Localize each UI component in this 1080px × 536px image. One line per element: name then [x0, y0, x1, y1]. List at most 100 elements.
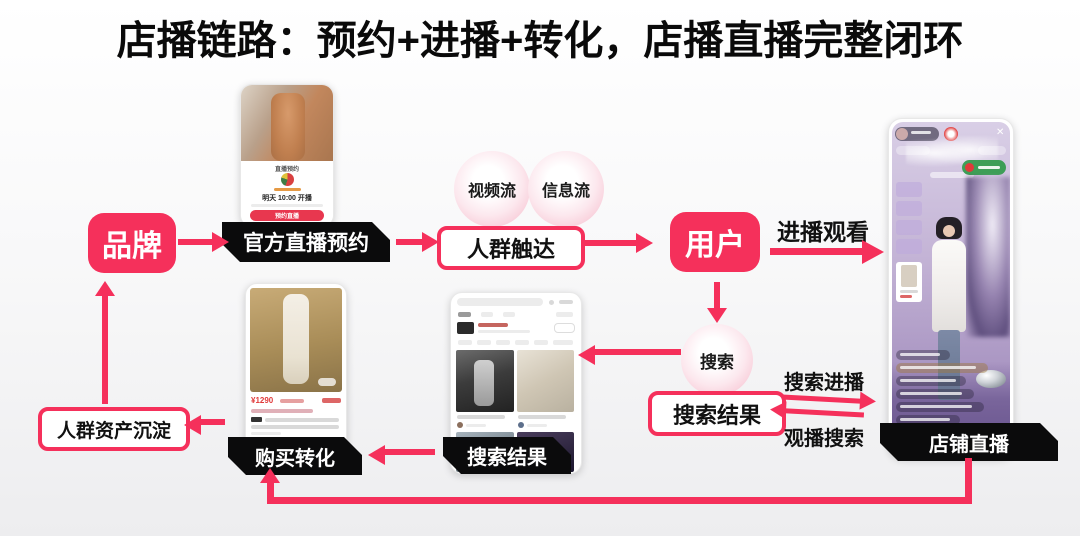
arrow-user-to-search-line [714, 282, 720, 310]
label-enter-watch: 进播观看 [777, 219, 869, 245]
page-title: 店播链路：预约+进播+转化，店播直播完整闭环 [116, 19, 964, 63]
node-search-result-page: 搜索结果 [443, 437, 571, 474]
left-rail-card [896, 239, 922, 254]
reservation-time: 明天 10:00 开播 [262, 195, 312, 202]
arrow-purchase-to-asset-line [199, 419, 225, 425]
chat-text-bar [900, 379, 956, 382]
avatar-dot [518, 422, 524, 428]
left-rail-card [896, 182, 922, 197]
host-jeans [938, 330, 960, 400]
label-search-enter: 搜索进播 [784, 372, 864, 394]
chat-message-highlight [896, 363, 988, 373]
node-crowd-reach: 人群触达 [437, 226, 585, 270]
chat-message [896, 350, 950, 360]
flower-arrangement [966, 177, 1010, 337]
dress-figure [283, 294, 309, 384]
loop-left-segment [267, 482, 274, 504]
caption-bar [518, 415, 566, 419]
node-purchase-convert: 购买转化 [228, 437, 362, 475]
host-figure [271, 93, 305, 161]
reservation-sheet: 直播预约 明天 10:00 开播 预约直播 [241, 161, 333, 226]
decor-bar [251, 432, 281, 435]
title-bar [265, 418, 339, 422]
figure-blob [474, 360, 494, 406]
reservation-phone-screenshot: 直播预约 明天 10:00 开播 预约直播 [240, 84, 334, 227]
brand-avatar [281, 173, 294, 186]
left-rail-card [896, 201, 922, 216]
search-bar [457, 298, 543, 306]
node-official-reserve: 官方直播预约 [222, 222, 390, 262]
product-card [896, 262, 922, 302]
arrow-asset-to-brand-line [102, 294, 108, 404]
live-green-button [962, 160, 1006, 175]
filter-bar [556, 312, 573, 317]
chat-text-bar [900, 366, 976, 369]
label-watch-search: 观播搜索 [784, 428, 864, 450]
host-avatar [896, 128, 908, 140]
arrow-search-to-results-head [578, 345, 595, 365]
result-thumbnail-dark [456, 350, 514, 412]
decor-bar [478, 330, 530, 333]
arrow-watch-search-line [783, 408, 865, 418]
node-brand: 品牌 [88, 213, 176, 273]
enter-shop-button [554, 323, 575, 333]
arrow-reach-to-user-line [584, 240, 638, 246]
promo-bar [280, 399, 304, 403]
product-price: ¥1290 [251, 396, 274, 405]
chip-bar [496, 340, 510, 345]
arrow-reserve-to-reach-line [396, 239, 424, 245]
chat-message [896, 389, 974, 399]
green-button-icon [965, 163, 974, 172]
arrow-search-enter-line [781, 394, 863, 404]
decor-bar [527, 424, 547, 427]
product-card-bar [900, 290, 918, 293]
arrow-results-to-purchase-head [368, 445, 385, 465]
promo-line [251, 409, 313, 413]
tab-bar [481, 312, 493, 317]
brand-logo-card [457, 322, 474, 334]
node-asset-settle: 人群资产沉淀 [38, 407, 190, 451]
host-name-bar [911, 131, 931, 134]
decor-icon [559, 300, 573, 304]
loop-right-segment [965, 458, 972, 504]
silver-ornament [976, 370, 1006, 388]
chip-bar [534, 340, 548, 345]
chat-message [896, 402, 984, 412]
image-count-pill [318, 378, 336, 386]
decor-bar [466, 424, 486, 427]
avatar-dot [457, 422, 463, 428]
host-body [932, 240, 966, 332]
reservation-video-preview [241, 85, 333, 161]
bubble-video-stream: 视频流 [454, 151, 530, 227]
title-bar [251, 425, 339, 429]
chip-bar [477, 340, 491, 345]
reserve-button: 预约直播 [250, 210, 324, 221]
arrow-search-to-results-line [593, 349, 681, 355]
host-face [943, 225, 955, 237]
chat-message [896, 415, 960, 425]
brand-name-bar [274, 188, 301, 191]
loop-bottom-segment [267, 497, 972, 504]
tab-bar [503, 312, 515, 317]
green-button-text-bar [978, 166, 1000, 169]
node-search-result: 搜索结果 [648, 391, 786, 436]
live-screen: ✕ [892, 122, 1010, 454]
chat-text-bar [900, 405, 972, 408]
promo-tag [322, 398, 341, 403]
caption-bar [457, 415, 505, 419]
arrow-asset-to-brand-head [95, 281, 115, 296]
arrow-results-to-purchase-line [383, 449, 435, 455]
arrow-user-to-search-head [707, 308, 727, 323]
arrow-reserve-to-reach-head [422, 232, 439, 252]
chat-message [896, 376, 966, 386]
brand-title-bar [478, 323, 508, 327]
left-rail-card [896, 220, 922, 235]
arrow-enter-watch-head [862, 240, 884, 264]
chip-bar [515, 340, 529, 345]
arrow-reach-to-user-head [636, 233, 653, 253]
result-thumbnail-lace [517, 350, 574, 412]
product-card-image [901, 265, 917, 287]
chip-bar [553, 340, 573, 345]
arrow-brand-to-reserve-head [212, 232, 229, 252]
